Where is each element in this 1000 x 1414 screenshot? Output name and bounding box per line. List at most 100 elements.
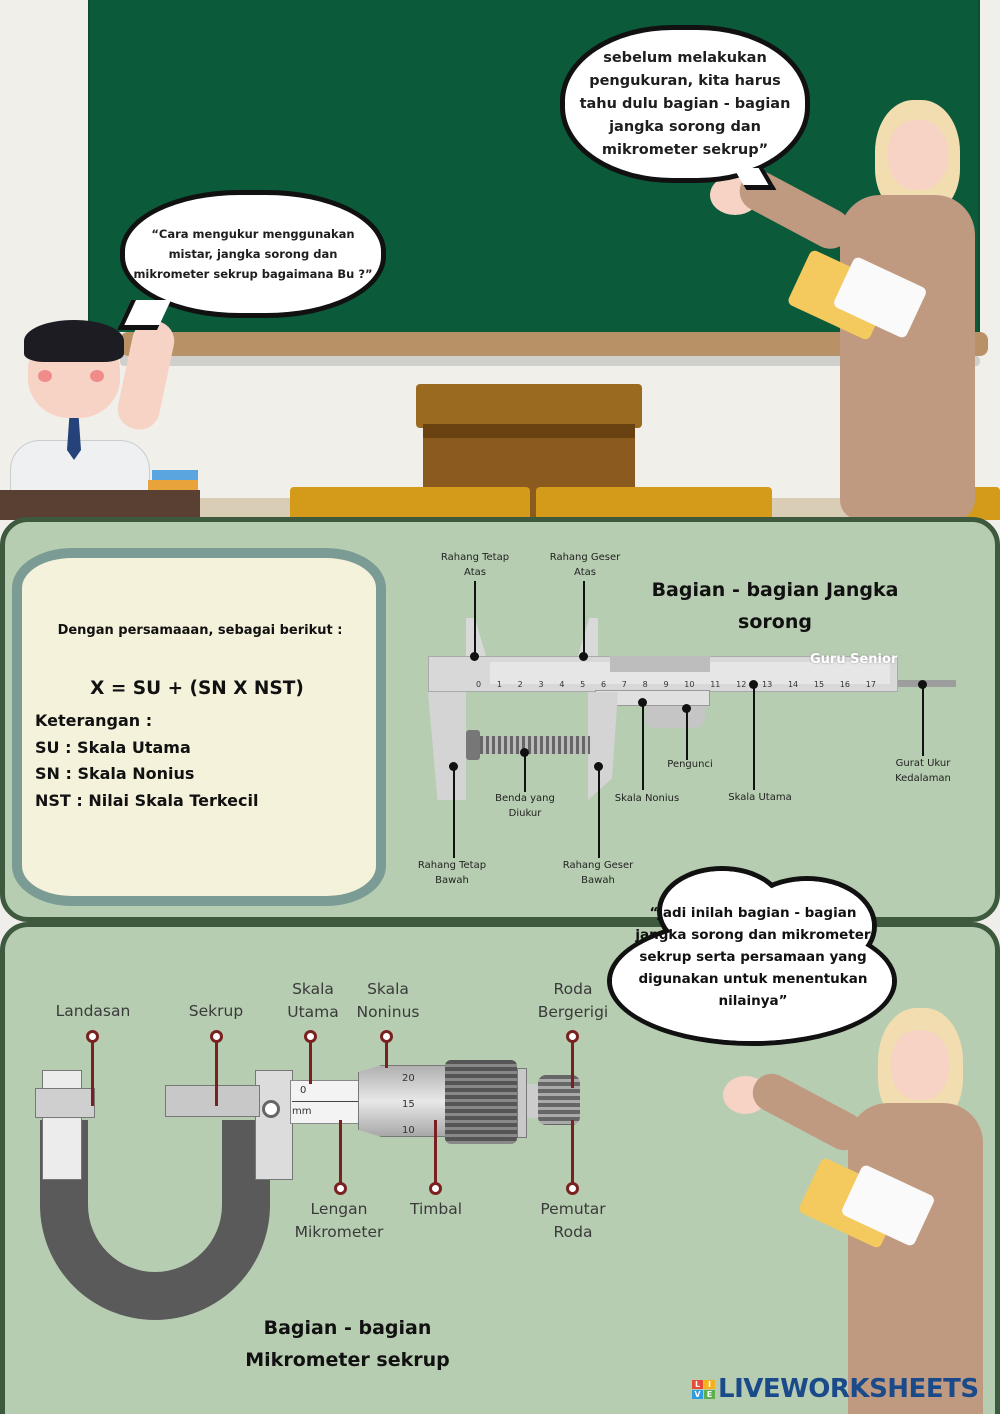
scale-number: 10 [684, 680, 695, 689]
thimble-number: 20 [402, 1073, 415, 1084]
student-speech-bubble: “Cara mengukur menggunakan mistar, jangk… [120, 190, 386, 318]
legend-item: NST : Nilai Skala Terkecil [35, 790, 259, 810]
summary-speech-cloud: “Jadi inilah bagian - bagian jangka soro… [607, 866, 897, 1050]
scale-number: 15 [813, 680, 825, 689]
summary-speech-text: “Jadi inilah bagian - bagian jangka soro… [635, 905, 871, 1009]
leader-line [215, 1042, 218, 1106]
sleeve-zero: 0 [300, 1085, 307, 1096]
thimble-number: 10 [402, 1125, 415, 1136]
leader-dot [520, 748, 529, 757]
label-rahang-tetap-bawah: Rahang Tetap Bawah [417, 860, 487, 886]
leader-dot [579, 652, 588, 661]
leader-dot [380, 1030, 393, 1043]
leader-line [598, 766, 600, 858]
label-rahang-geser-atas: Rahang Geser Atas [549, 552, 621, 578]
leader-line [434, 1120, 437, 1184]
label-pemutar-roda: Pemutar Roda [540, 1200, 606, 1241]
scale-number: 12 [736, 680, 747, 689]
student-figure [0, 300, 200, 520]
logo-icon: L I V E [692, 1379, 715, 1399]
leader-dot [449, 762, 458, 771]
leader-dot [566, 1182, 579, 1195]
scale-number: 11 [710, 680, 721, 689]
logo-letter: L [692, 1379, 703, 1389]
scale-number: 16 [839, 680, 850, 689]
formula-box: Dengan persamaaan, sebagai berikut : X =… [12, 548, 386, 906]
logo-letter: E [704, 1389, 715, 1399]
logo-letter: V [692, 1389, 703, 1399]
caliper-title: Bagian - bagian Jangka sorong [651, 579, 899, 633]
label-skala-utama: Skala Utama [287, 980, 339, 1021]
leader-dot [304, 1030, 317, 1043]
sleeve-unit: mm [292, 1106, 312, 1117]
teacher-figure [700, 95, 990, 520]
leader-dot [334, 1182, 347, 1195]
scale-number: 17 [865, 680, 876, 689]
desk [290, 487, 530, 520]
scale-number: 0 [476, 680, 482, 689]
leader-line [309, 1042, 312, 1084]
scale-number: 6 [600, 680, 607, 689]
leader-dot [210, 1030, 223, 1043]
formula-legend: Keterangan : SU : Skala Utama SN : Skala… [35, 708, 258, 814]
leader-line [753, 684, 755, 790]
thimble-scale: 20 15 10 [402, 1066, 415, 1144]
leader-line [583, 581, 585, 655]
formula-intro: Dengan persamaaan, sebagai berikut : [57, 623, 343, 638]
leader-line [922, 684, 924, 756]
scale-number: 8 [642, 680, 648, 689]
logo-letter: I [704, 1379, 715, 1389]
label-pengunci: Pengunci [667, 759, 713, 770]
scale-number: 14 [787, 680, 799, 689]
scale-number: 13 [762, 680, 773, 689]
scale-number: 4 [559, 680, 565, 689]
label-lengan-mikrometer: Lengan Mikrometer [294, 1200, 384, 1241]
leader-line [571, 1120, 574, 1184]
label-benda: Benda yang Diukur [495, 793, 555, 819]
legend-item: SN : Skala Nonius [35, 764, 195, 783]
label-skala-noninus: Skala Noninus [356, 980, 420, 1021]
scale-number: 7 [621, 680, 627, 689]
label-skala-utama: Skala Utama [728, 792, 792, 803]
desk [536, 487, 772, 520]
leader-dot [470, 652, 479, 661]
thimble-number: 15 [402, 1099, 415, 1110]
classroom-scene: sebelum melakukan pengukuran, kita harus… [0, 0, 1000, 520]
label-sekrup: Sekrup [188, 1002, 244, 1020]
label-skala-nonius: Skala Nonius [614, 793, 680, 804]
leader-dot [638, 698, 647, 707]
label-gurat-ukur: Gurat Ukur Kedalaman [895, 758, 951, 784]
leader-dot [86, 1030, 99, 1043]
leader-dot [429, 1182, 442, 1195]
legend-item: SU : Skala Utama [35, 737, 191, 757]
legend-title: Keterangan : [35, 711, 153, 730]
label-rahang-geser-bawah: Rahang Geser Bawah [562, 860, 634, 886]
leader-line [686, 708, 688, 760]
student-speech-text: “Cara mengukur menggunakan mistar, jangk… [133, 227, 373, 281]
scale-number: 1 [496, 680, 502, 689]
ledge-shadow [120, 356, 980, 366]
leader-line [642, 702, 644, 790]
label-roda-bergerigi: Roda Bergerigi [537, 980, 609, 1021]
logo-text: LIVEWORKSHEETS [718, 1374, 979, 1404]
label-rahang-tetap-atas: Rahang Tetap Atas [440, 552, 510, 578]
leader-dot [594, 762, 603, 771]
leader-line [385, 1042, 388, 1068]
formula-equation: X = SU + (SN X NST) [90, 678, 304, 699]
teacher-figure [718, 1008, 988, 1414]
label-timbal: Timbal [409, 1200, 463, 1218]
teacher-speech-text: sebelum melakukan pengukuran, kita harus… [579, 49, 791, 158]
micrometer-diagram: 0 mm 20 15 10 [30, 1060, 610, 1320]
leader-dot [682, 704, 691, 713]
leader-line [474, 581, 476, 655]
leader-dot [566, 1030, 579, 1043]
liveworksheets-logo[interactable]: L I V E LIVEWORKSHEETS [692, 1374, 979, 1404]
scale-number: 9 [663, 680, 669, 689]
leader-line [339, 1120, 342, 1184]
scale-number: 5 [580, 680, 586, 689]
leader-dot [749, 680, 758, 689]
scale-number: 3 [538, 680, 544, 689]
podium [416, 384, 642, 428]
